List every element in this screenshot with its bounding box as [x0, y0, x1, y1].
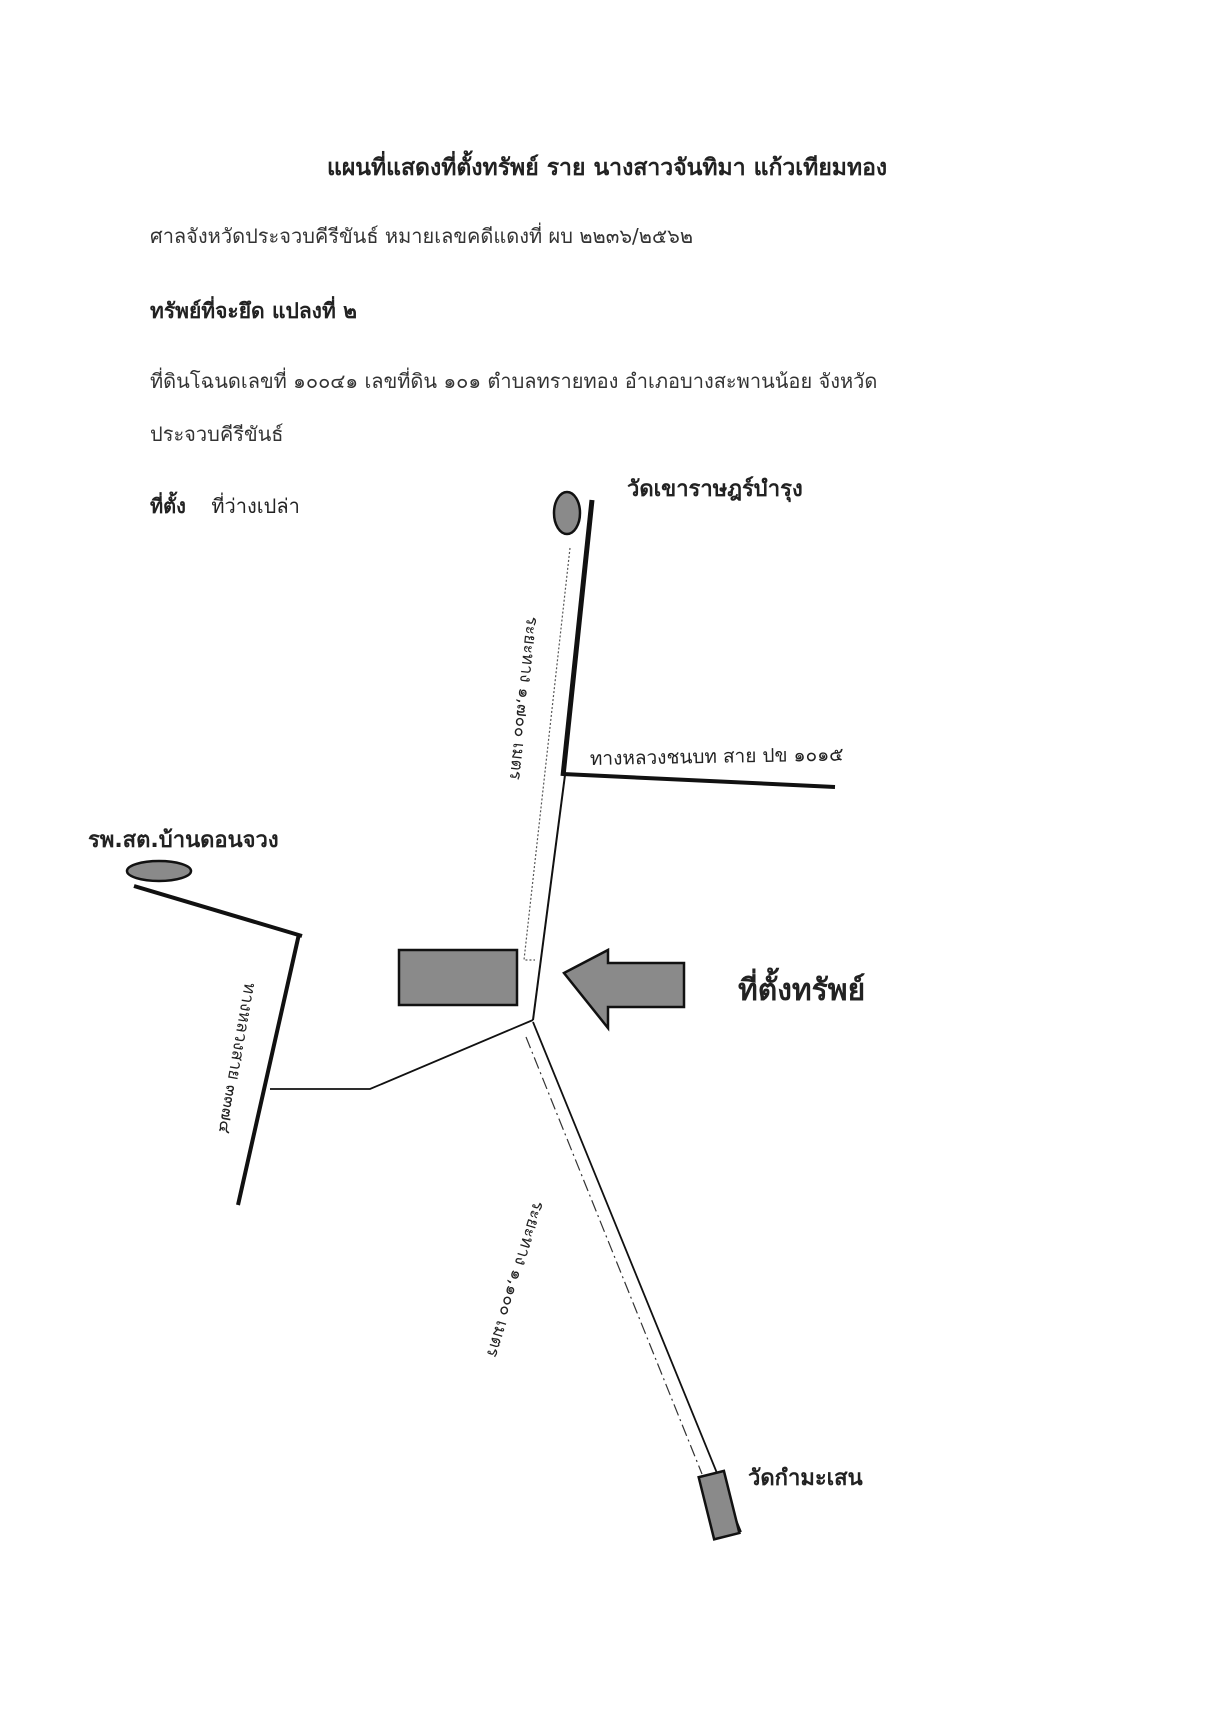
distance-south-label: ระยะทาง ๑,๑๐๐ เมตร: [482, 1199, 549, 1360]
land-deed-line-2: ประจวบคีรีขันธ์: [150, 422, 284, 446]
location-line: ที่ตั้ง ที่ว่างเปล่า: [150, 490, 300, 522]
road-to-health-station: [133, 884, 303, 938]
property-plot: [397, 948, 519, 1007]
location-label: ที่ตั้ง: [150, 494, 186, 518]
temple-north-marker: [552, 490, 582, 536]
rural-road-1015: [562, 772, 836, 789]
document-title: แผนที่แสดงที่ตั้งทรัพย์ ราย นางสาวจันทิม…: [327, 155, 888, 181]
land-deed-line-1: ที่ดินโฉนดเลขที่ ๑๐๐๔๑ เลขที่ดิน ๑๐๑ ตำบ…: [150, 369, 878, 393]
health-station-label: รพ.สต.บ้านดอนจวง: [88, 828, 279, 853]
temple-north-label: วัดเขาราษฎร์บำรุง: [627, 476, 803, 503]
property-arrow: [562, 947, 686, 1032]
distance-line-north: [523, 547, 571, 961]
court-case-line: ศาลจังหวัดประจวบคีรีขันธ์ หมายเลขคดีแดงท…: [150, 224, 693, 248]
asset-heading: ทรัพย์ที่จะยึด แปลงที่ ๒: [150, 299, 357, 323]
road-main-north-segment: [532, 774, 566, 1021]
location-value: ที่ว่างเปล่า: [211, 494, 300, 518]
health-station-marker: [125, 859, 193, 883]
temple-south-label: วัดกำมะเสน: [748, 1466, 863, 1491]
road-to-temple-north: [560, 499, 595, 777]
highway-label: ทางหลวงสาย ๓๓๗๔: [214, 981, 260, 1135]
temple-south-marker: [697, 1469, 741, 1541]
connector-road: [270, 1019, 534, 1090]
distance-line-south: [525, 1036, 703, 1475]
distance-north-label: ระยะทาง ๑,๗๐๐ เมตร: [505, 615, 542, 780]
road-to-temple-south: [532, 1021, 742, 1533]
highway-3374: [236, 933, 301, 1206]
rural-road-label: ทางหลวงชนบท สาย ปข ๑๐๑๕: [590, 744, 844, 770]
property-label: ที่ตั้งทรัพย์: [738, 967, 865, 1008]
